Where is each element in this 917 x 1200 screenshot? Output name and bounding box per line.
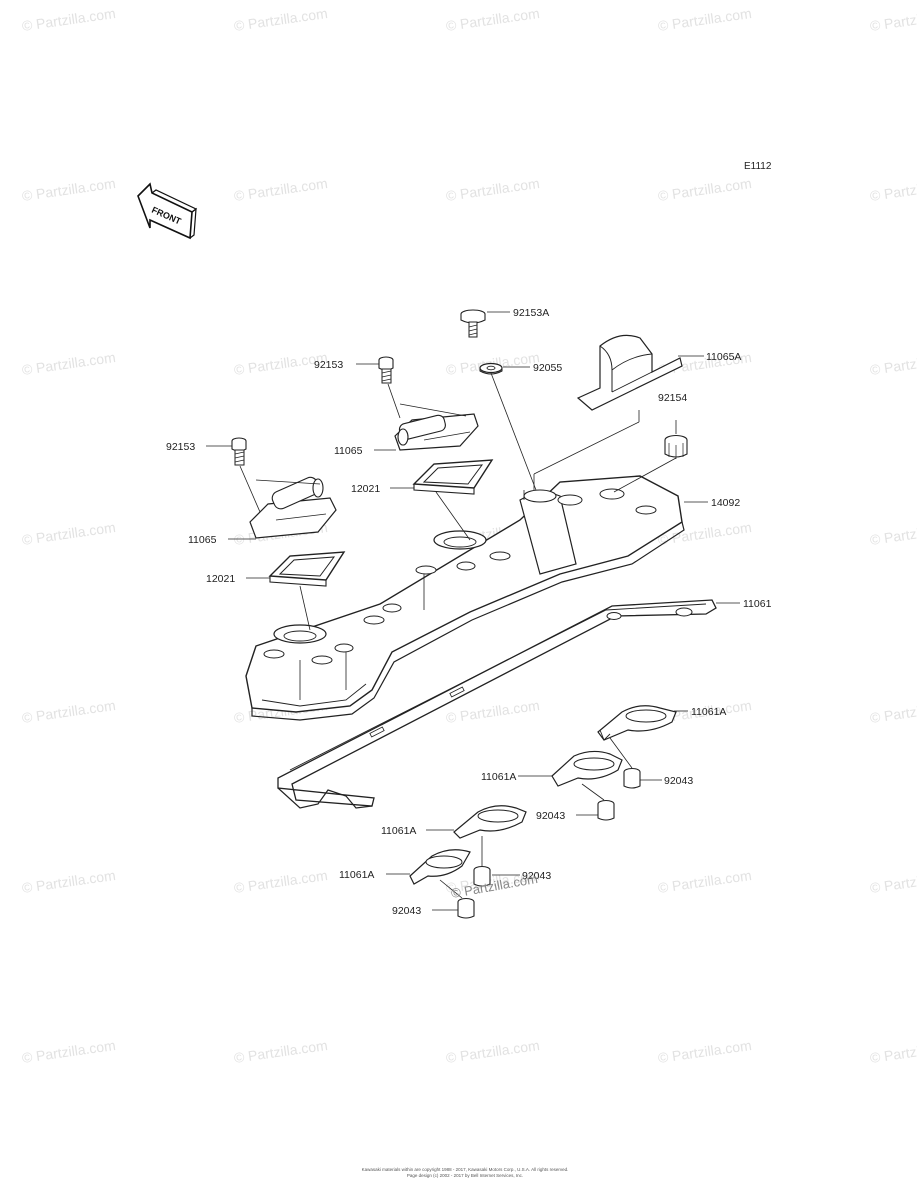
gasket-11061a-1[interactable] [597,705,677,741]
part-label[interactable]: 11061A [691,706,726,718]
gasket-12021-lower[interactable] [268,551,346,587]
plug-92154[interactable] [664,434,688,460]
part-label[interactable]: 12021 [351,483,380,495]
diagram-id: E1112 [744,161,772,172]
head-cover-14092[interactable] [245,475,685,721]
copyright-footer: Kawasaki materials within are copyright … [300,1167,630,1179]
holder-11065-upper[interactable] [394,413,479,451]
part-label[interactable]: 92043 [522,870,551,882]
part-label[interactable]: 11065 [334,445,363,457]
part-label[interactable]: 11065A [706,351,741,363]
part-label[interactable]: 92043 [392,905,421,917]
part-label[interactable]: 92153 [166,441,195,453]
part-label[interactable]: 92154 [658,392,687,404]
gasket-12021-upper[interactable] [412,459,494,495]
part-label[interactable]: 11061A [481,771,516,783]
part-label[interactable]: 11061 [743,598,772,610]
part-labels: 92153A 92153 92055 11065A 92154 92153 11… [166,307,772,917]
holder-11065-lower[interactable] [249,475,337,539]
leader-lines [206,311,740,911]
cap-11065a[interactable] [576,334,683,411]
bolt-92153a[interactable] [460,309,486,338]
dowel-92043-1[interactable] [623,767,641,789]
part-label[interactable]: 92153 [314,359,343,371]
gasket-11061a-2[interactable] [551,750,623,787]
part-label[interactable]: 92055 [533,362,562,374]
footer-line-2: Page design (c) 2002 - 2017 by Bell Inte… [406,1173,524,1178]
part-label[interactable]: 11061A [339,869,374,881]
washer-92055[interactable] [479,362,503,375]
center-watermark: © Partzilla.com [450,871,539,901]
part-label[interactable]: 11061A [381,825,416,837]
part-label[interactable]: 12021 [206,573,235,585]
part-label[interactable]: 92153A [513,307,549,319]
front-arrow-icon: FRONT [137,182,198,240]
part-label[interactable]: 14092 [711,497,740,509]
footer-line-1: Kawasaki materials within are copyright … [361,1167,569,1172]
bolt-92153-lower[interactable] [231,437,247,466]
dowel-92043-2[interactable] [597,799,615,821]
gasket-11061a-3[interactable] [453,805,527,839]
gasket-11061a-4[interactable] [409,849,471,885]
bolt-92153-upper[interactable] [378,356,394,384]
part-label[interactable]: 11065 [188,534,217,546]
part-label[interactable]: 92043 [664,775,693,787]
part-label[interactable]: 92043 [536,810,565,822]
dowel-92043-4[interactable] [457,897,475,919]
gasket-11061[interactable] [277,599,717,809]
dowel-92043-3[interactable] [473,865,491,887]
